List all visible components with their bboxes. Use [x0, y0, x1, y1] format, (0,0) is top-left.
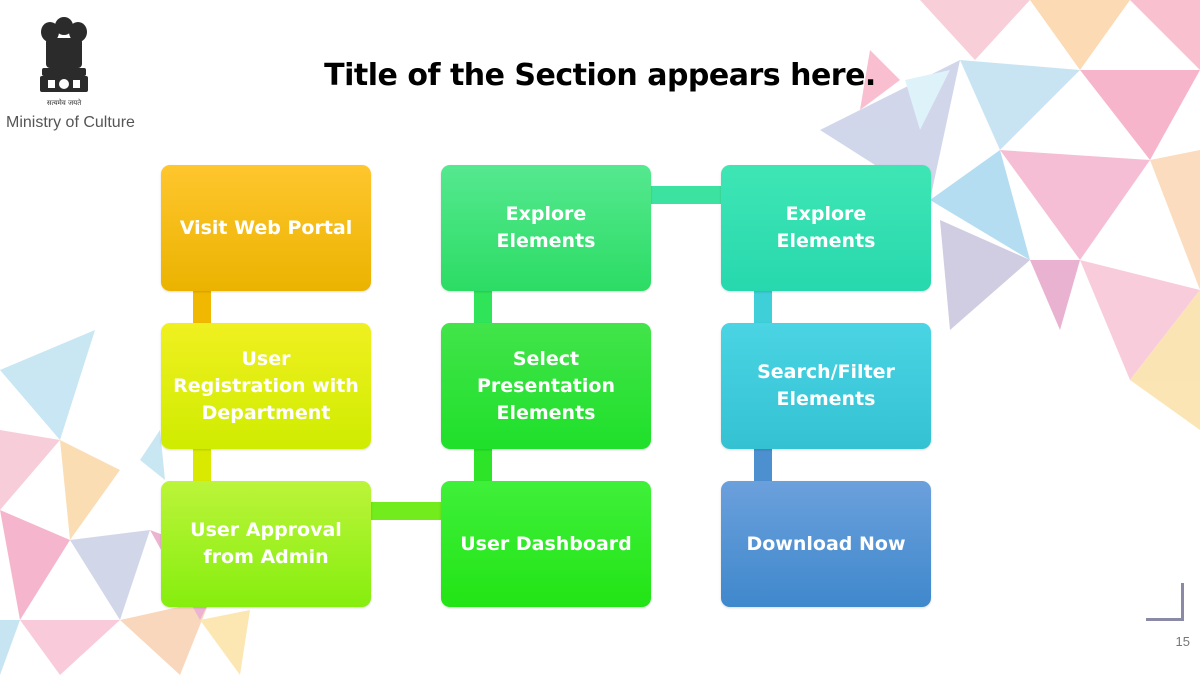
emblem-motto: सत्यमेव जयते — [46, 99, 82, 107]
page-title: Title of the Section appears here. — [324, 58, 876, 93]
connector-dashboard-select — [474, 448, 492, 482]
page-number: 15 — [1175, 634, 1190, 649]
flow-node-explore-elements-2: Explore Elements — [721, 165, 931, 291]
node-label: User Registration with Department — [173, 347, 359, 424]
node-label: Search/Filter Elements — [757, 361, 895, 410]
connector-search-download — [754, 448, 772, 482]
flow-node-user-approval: User Approval from Admin — [161, 481, 371, 607]
corner-bracket-decoration — [1146, 583, 1184, 621]
flow-node-user-dashboard: User Dashboard — [441, 481, 651, 607]
connector-visit-register — [193, 290, 211, 324]
node-label: Explore Elements — [776, 203, 876, 252]
flow-node-explore-elements: Explore Elements — [441, 165, 651, 291]
node-label: Download Now — [746, 532, 906, 555]
node-label: User Approval from Admin — [190, 519, 342, 568]
flow-node-user-registration: User Registration with Department — [161, 323, 371, 449]
connector-register-approval — [193, 448, 211, 482]
connector-explore-explore — [651, 186, 723, 204]
node-label: Visit Web Portal — [179, 216, 353, 239]
connector-explore-search — [754, 290, 772, 324]
node-label: User Dashboard — [460, 532, 632, 555]
flow-node-select-presentation-elements: Select Presentation Elements — [441, 323, 651, 449]
flow-node-search-filter-elements: Search/Filter Elements — [721, 323, 931, 449]
national-emblem-logo — [40, 17, 88, 92]
flow-node-download-now: Download Now — [721, 481, 931, 607]
flow-node-visit-web-portal: Visit Web Portal — [161, 165, 371, 291]
node-label: Explore Elements — [496, 203, 596, 252]
connector-approval-dashboard — [370, 502, 442, 520]
node-label: Select Presentation Elements — [477, 347, 615, 424]
ministry-label: Ministry of Culture — [6, 114, 135, 131]
connector-select-explore — [474, 290, 492, 324]
